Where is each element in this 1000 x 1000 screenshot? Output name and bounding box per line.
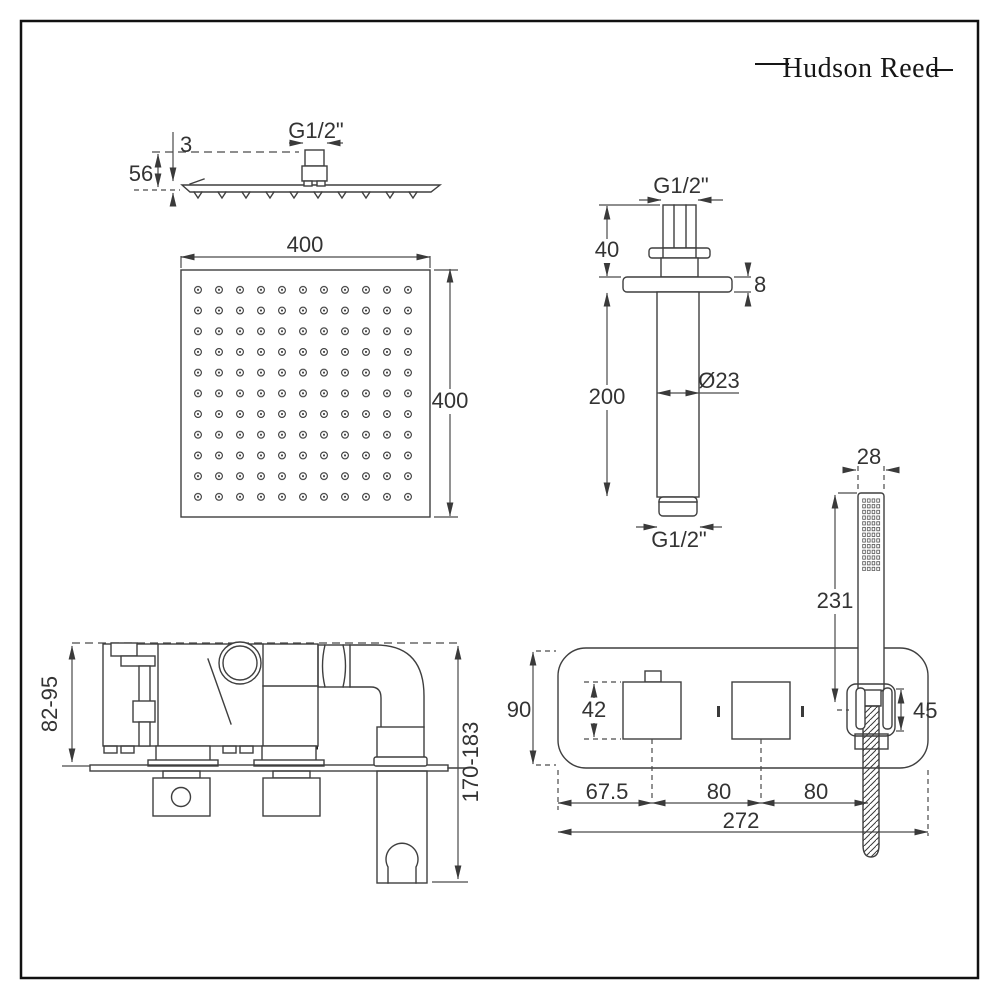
dim-projection-valve: 82-95 [37,676,62,732]
dim-arm-thread-bottom: G1/2" [651,527,707,552]
dim-head-depth: 400 [432,388,469,413]
valve-plate-front [557,647,929,769]
dim-arm-diameter: Ø23 [698,368,740,393]
arm-pipe [656,291,700,498]
dim-pos-right: 80 [804,779,828,804]
brand-logo-text: Hudson Reed [782,53,939,84]
holder-clip-right [882,687,893,730]
plate-index-mark [717,706,720,717]
dim-head-width: 400 [287,232,324,257]
temp-handle-indicator [644,670,662,683]
dim-arm-length: 200 [589,384,626,409]
dim-handset-width: 28 [857,444,881,469]
holder-clip-left [855,687,866,730]
dim-holder-size: 45 [913,698,937,723]
holder-cradle-cutout [385,842,419,884]
dim-pos-left: 67.5 [586,779,629,804]
dim-valve-plate-height: 90 [507,697,531,722]
arm-ceiling-flange [622,276,733,293]
dim-plate-width: 272 [723,808,760,833]
dim-arm-exposed: 40 [595,237,619,262]
arm-nut-bottom [658,496,698,517]
handle-side-right [262,777,321,817]
arm-locknut [648,247,711,259]
temp-handle [622,681,682,740]
dim-arm-flange: 8 [754,272,766,297]
holder-bracket-side [376,770,428,884]
plate-index-mark [801,706,804,717]
dim-handle-size: 42 [582,697,606,722]
brand-logo: Hudson Reed [755,53,953,84]
hose-nut [854,733,889,750]
dim-handset-length: 231 [817,588,854,613]
shower-head-face-view: 400 400 [180,232,469,518]
shower-hose [862,705,880,858]
handset-view: 28 231 45 [816,444,937,858]
dim-head-height: 56 [129,161,153,186]
dim-arm-thread-top: G1/2" [653,173,709,198]
outlet-elbow [317,644,428,767]
ceiling-arm-view: G1/2" 40 8 200 Ø23 G1/2" [587,173,766,552]
shower-head-side-view: G1/2" 3 56 [129,118,443,207]
dim-projection-total: 170-183 [458,722,483,803]
handset-spray-face [862,498,881,571]
valve-cartridges [147,745,325,817]
valve-side-view: 82-95 170-183 [37,641,483,884]
arm-thread-top [662,204,697,249]
dim-pos-mid: 80 [707,779,731,804]
head-inlet-connector [301,149,328,187]
valve-front-view: 90 42 67.5 80 80 272 [507,647,929,836]
handle-side-left [152,777,211,817]
nozzle-grid [186,279,419,508]
dim-head-thread: G1/2" [288,118,344,143]
head-plate-side [180,184,443,193]
page-border [19,19,980,980]
head-plate-face [180,269,431,518]
valve-inlet-port [218,641,262,685]
nozzle-tips [193,191,418,200]
dim-head-plate-thickness: 3 [180,132,192,157]
diverter-handle [731,681,791,740]
